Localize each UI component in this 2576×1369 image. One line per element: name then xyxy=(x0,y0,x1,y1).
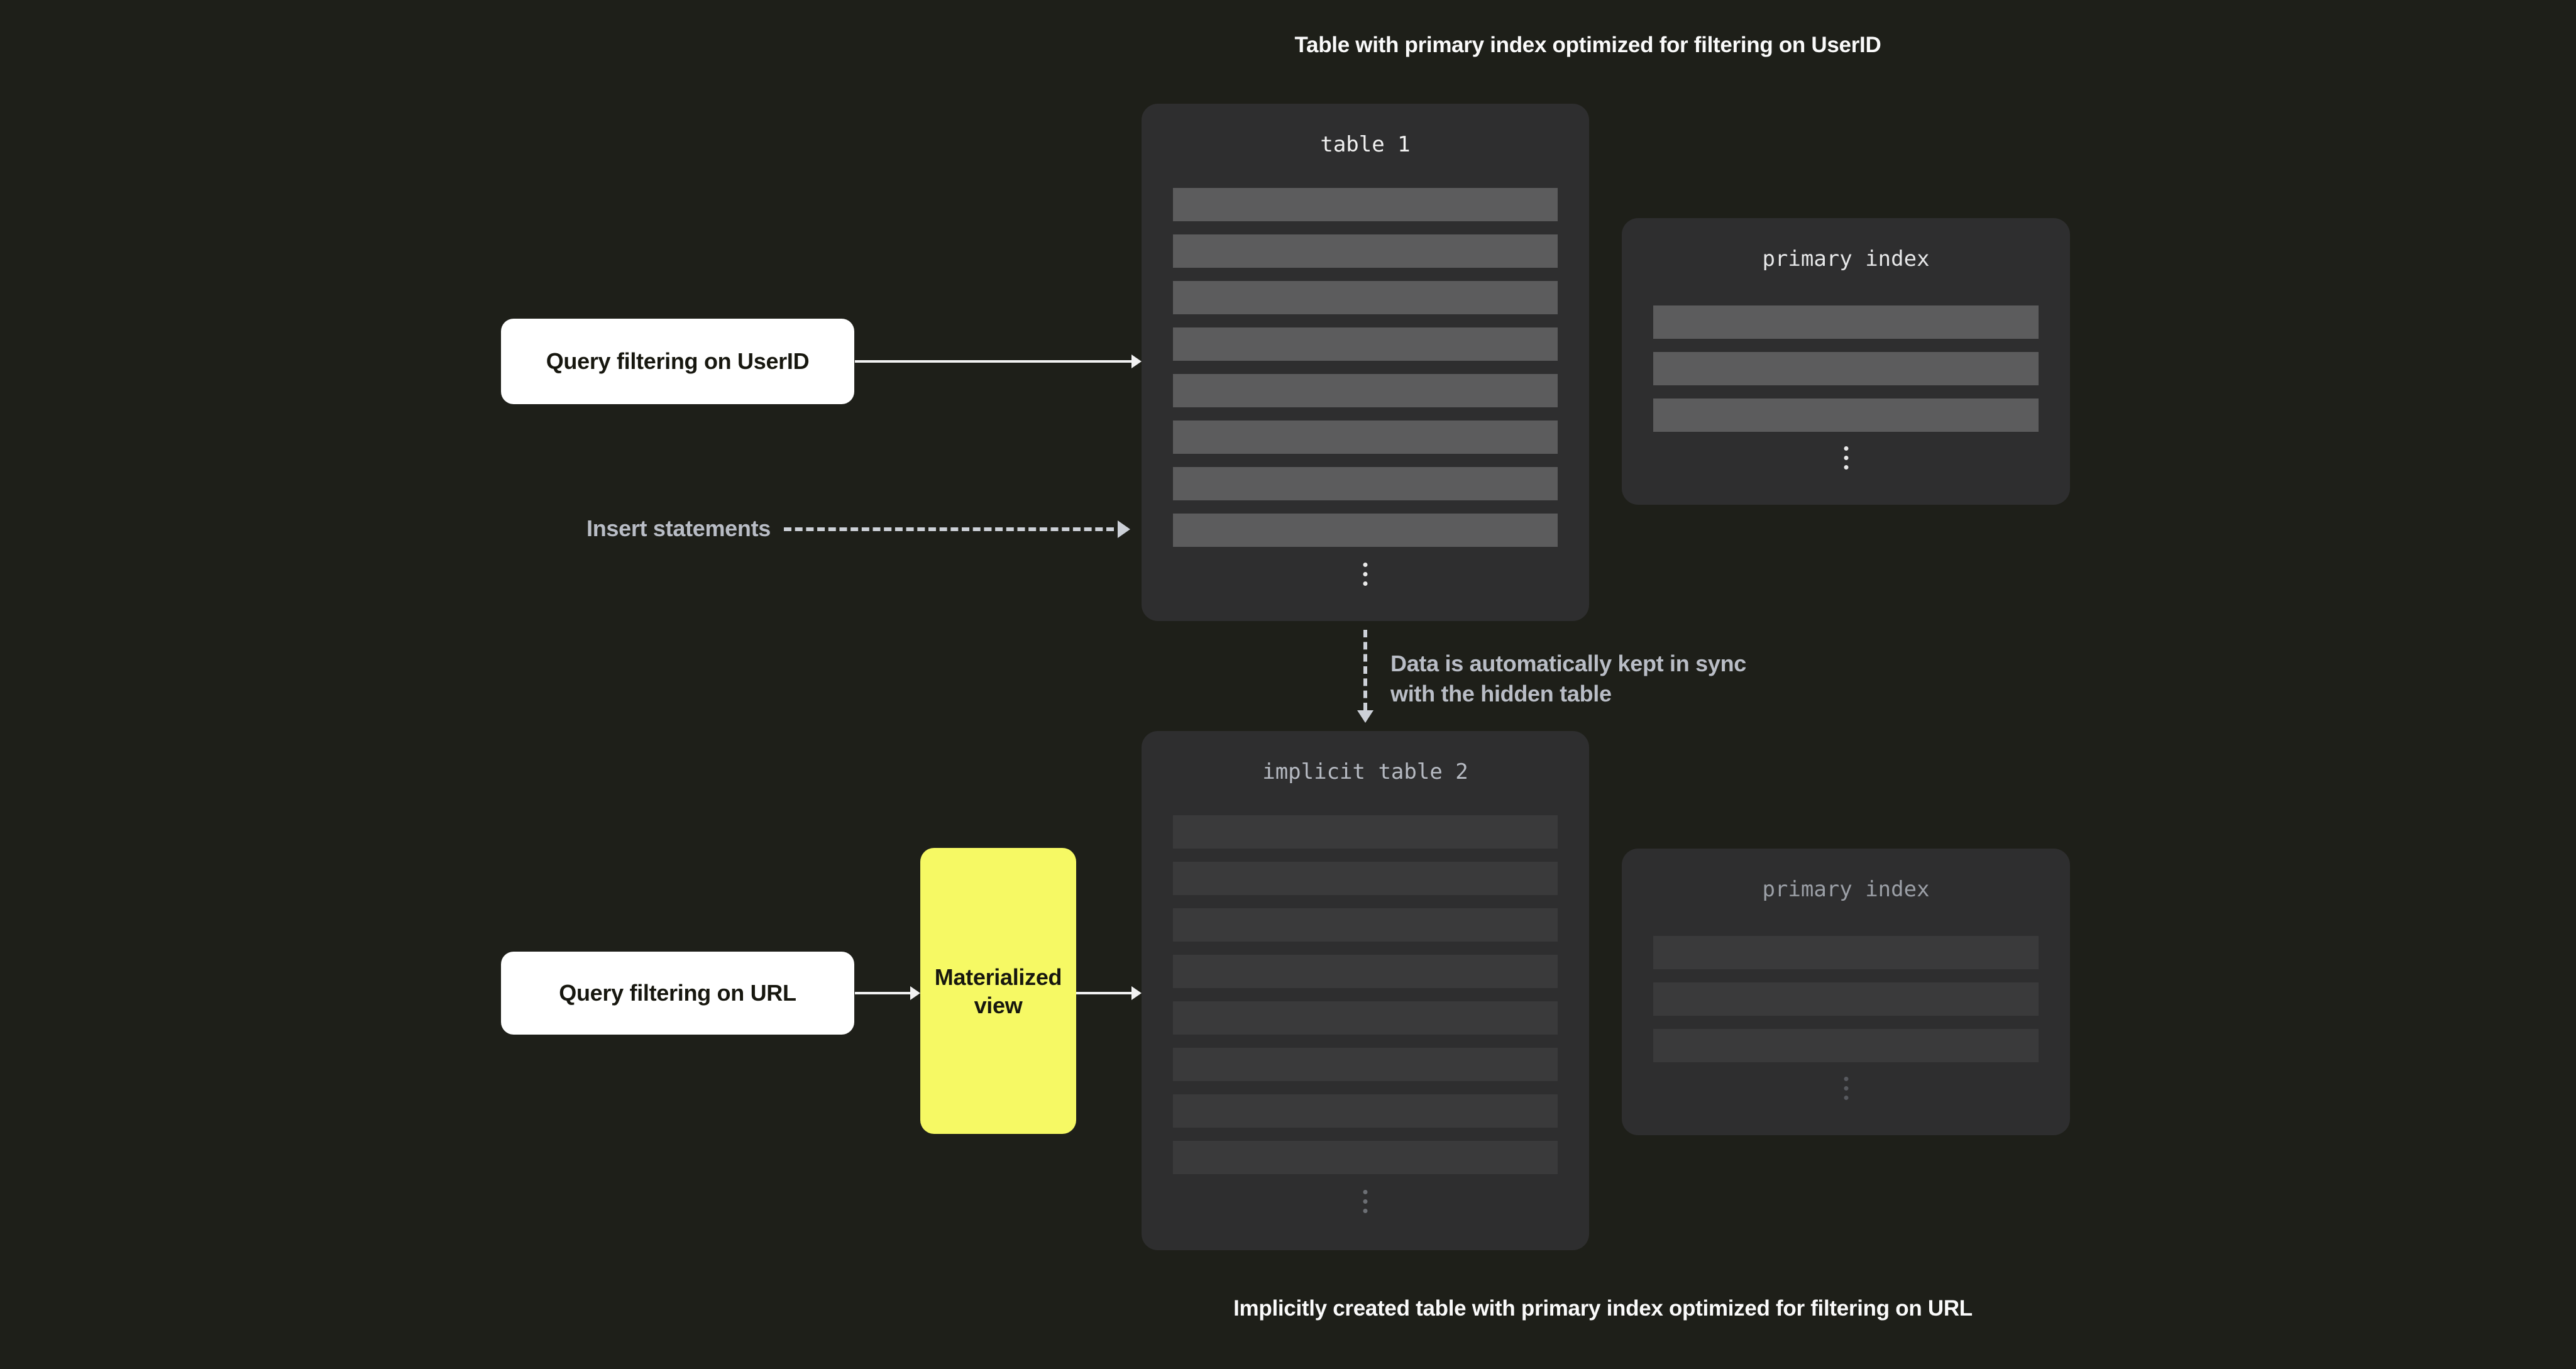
primary-index-top-title: primary index xyxy=(1762,246,1930,272)
sync-note-line2: with the hidden table xyxy=(1390,681,1612,706)
vertical-ellipsis-icon xyxy=(1844,1077,1848,1100)
materialized-view-box: Materialized view xyxy=(920,848,1076,1134)
placeholder-row xyxy=(1653,399,2039,432)
table2-title: implicit table 2 xyxy=(1262,759,1468,784)
arrow-view-to-table2 xyxy=(1076,992,1131,994)
arrow-table1-to-table2 xyxy=(1363,630,1367,710)
bottom-caption: Implicitly created table with primary in… xyxy=(1233,1296,1973,1321)
placeholder-row xyxy=(1653,1029,2039,1062)
placeholder-row xyxy=(1173,908,1558,942)
primary-index-top-panel: primary index xyxy=(1622,218,2070,505)
placeholder-row xyxy=(1173,1001,1558,1035)
top-caption: Table with primary index optimized for f… xyxy=(1294,33,1881,57)
arrowhead-down-icon xyxy=(1357,710,1373,723)
table2-rows xyxy=(1173,815,1558,1174)
placeholder-row xyxy=(1653,982,2039,1016)
table1-panel: table 1 xyxy=(1142,104,1589,621)
arrowhead-right-icon xyxy=(910,986,920,1000)
primary-index-bottom-rows xyxy=(1653,936,2039,1062)
placeholder-row xyxy=(1653,936,2039,969)
arrowhead-right-icon xyxy=(1131,355,1142,368)
arrow-userid-to-table1 xyxy=(855,360,1131,363)
arrowhead-right-icon xyxy=(1131,986,1142,1000)
materialized-view-line1: Materialized xyxy=(934,964,1062,990)
table1-title: table 1 xyxy=(1320,132,1411,157)
placeholder-row xyxy=(1173,815,1558,849)
table2-panel: implicit table 2 xyxy=(1142,731,1589,1250)
placeholder-row xyxy=(1653,305,2039,339)
placeholder-row xyxy=(1173,467,1558,500)
vertical-ellipsis-icon xyxy=(1363,563,1368,586)
sync-note: Data is automatically kept in sync with … xyxy=(1390,649,1746,709)
arrow-insert-to-table1 xyxy=(784,527,1114,531)
placeholder-row xyxy=(1653,352,2039,385)
placeholder-row xyxy=(1173,1048,1558,1081)
placeholder-row xyxy=(1173,955,1558,988)
placeholder-row xyxy=(1173,514,1558,547)
placeholder-row xyxy=(1173,188,1558,221)
query-userid-box: Query filtering on UserID xyxy=(501,319,854,404)
placeholder-row xyxy=(1173,1141,1558,1174)
vertical-ellipsis-icon xyxy=(1363,1190,1368,1213)
placeholder-row xyxy=(1173,234,1558,268)
placeholder-row xyxy=(1173,327,1558,361)
placeholder-row xyxy=(1173,281,1558,314)
table1-rows xyxy=(1173,188,1558,547)
placeholder-row xyxy=(1173,374,1558,407)
query-url-box: Query filtering on URL xyxy=(501,952,854,1035)
primary-index-bottom-panel: primary index xyxy=(1622,849,2070,1135)
placeholder-row xyxy=(1173,862,1558,895)
materialized-view-label: Materialized view xyxy=(935,963,1062,1020)
arrow-url-to-view xyxy=(855,992,910,994)
primary-index-top-rows xyxy=(1653,305,2039,432)
insert-statements-label: Insert statements xyxy=(586,515,771,541)
primary-index-bottom-title: primary index xyxy=(1762,877,1930,902)
placeholder-row xyxy=(1173,421,1558,454)
vertical-ellipsis-icon xyxy=(1844,446,1848,470)
materialized-view-line2: view xyxy=(974,992,1023,1018)
arrowhead-right-icon xyxy=(1118,520,1130,538)
sync-note-line1: Data is automatically kept in sync xyxy=(1390,651,1747,676)
placeholder-row xyxy=(1173,1094,1558,1128)
